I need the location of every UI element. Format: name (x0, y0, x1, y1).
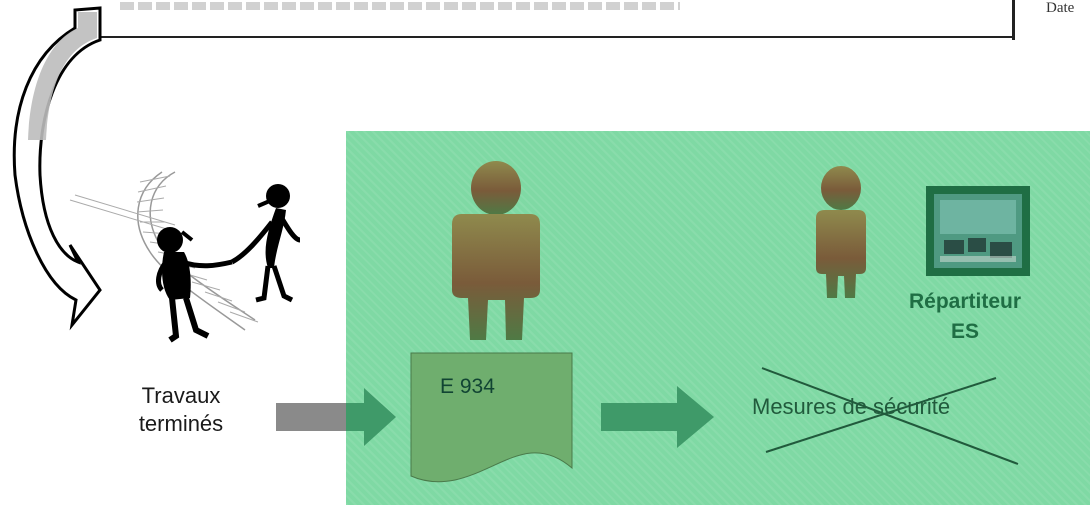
works-done-line-1: Travaux (141, 383, 221, 408)
handshake-people-icon (156, 184, 301, 343)
document-column-divider (1012, 0, 1015, 40)
document-e934-icon (410, 352, 573, 483)
works-done-label: Travaux terminés (116, 382, 246, 438)
output-arrow (601, 386, 714, 448)
dispatcher-line-2: ES (950, 320, 979, 343)
safety-measures-label: Mesures de sécurité (752, 394, 951, 419)
cross-out-icon (761, 367, 1019, 465)
person-icon (452, 161, 540, 340)
works-done-line-2: terminés (138, 411, 224, 436)
scanned-text-line (120, 2, 680, 10)
curved-arrow-icon (12, 6, 102, 331)
dispatcher-person-icon (816, 166, 866, 298)
monitor-icon (926, 186, 1030, 276)
dispatcher-line-1: Répartiteur (908, 290, 1022, 313)
document-label: E 934 (440, 375, 495, 398)
dispatcher-label: Répartiteur ES (900, 287, 1030, 347)
date-label: Date (1046, 0, 1075, 16)
scanned-document-strip: Date (0, 0, 1090, 40)
input-arrow (276, 388, 396, 446)
document-border-line (100, 36, 1015, 38)
